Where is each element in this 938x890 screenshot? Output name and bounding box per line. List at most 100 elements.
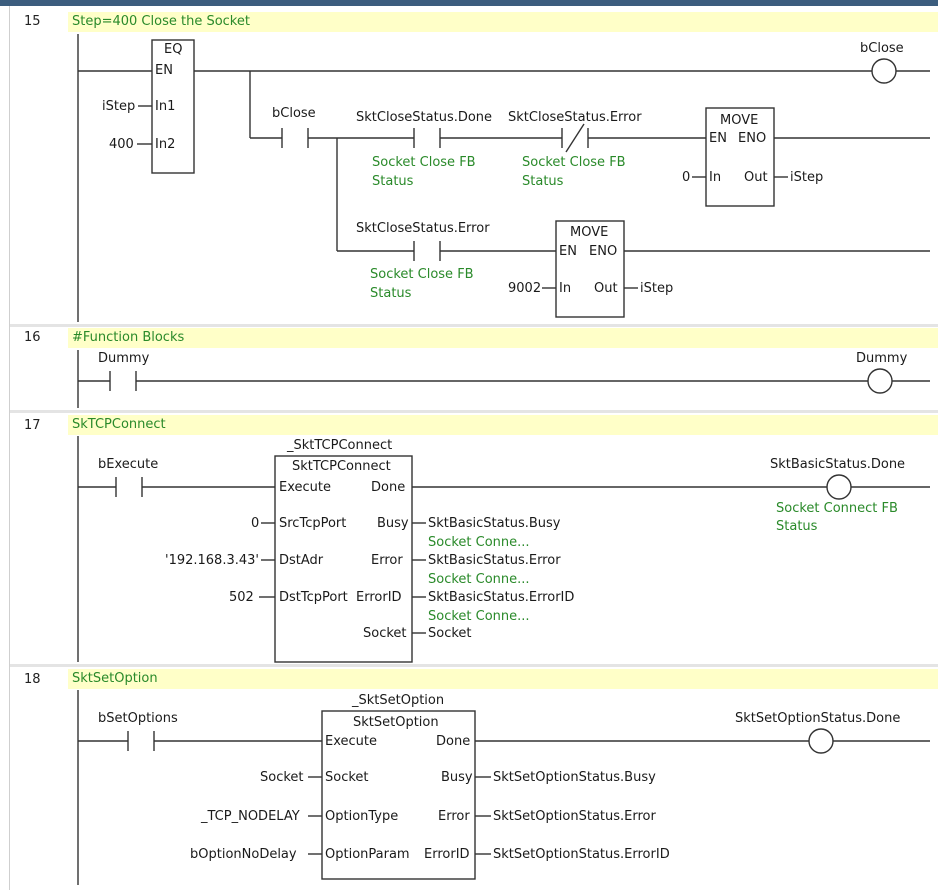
contact-comment: Status: [522, 174, 564, 189]
contact-variable[interactable]: bExecute: [98, 457, 158, 472]
fb-input-pin: SrcTcpPort: [279, 516, 346, 531]
move-in-pin: In: [559, 281, 571, 296]
fb-input-pin: DstTcpPort: [279, 590, 348, 605]
coil-dummy[interactable]: [867, 368, 893, 394]
fb-output-variable[interactable]: Socket: [428, 626, 472, 641]
rung-number-15[interactable]: 15: [24, 14, 41, 29]
fb-output-pin: Socket: [363, 626, 407, 641]
fb-output-comment: Socket Conne...: [428, 572, 530, 587]
fb-instance-name[interactable]: _SktSetOption: [351, 693, 444, 708]
coil-variable[interactable]: bClose: [860, 41, 904, 56]
move-out-variable[interactable]: iStep: [790, 170, 823, 185]
fb-skt-set-option[interactable]: [321, 710, 476, 880]
move-in-variable[interactable]: 0: [682, 170, 690, 185]
contact-comment: Status: [372, 174, 414, 189]
contact-variable[interactable]: SktCloseStatus.Error: [508, 110, 642, 125]
rung-comment-15[interactable]: Step=400 Close the Socket: [68, 12, 938, 32]
rung-number-17[interactable]: 17: [24, 418, 41, 433]
move-block[interactable]: [705, 107, 775, 207]
eq-en-pin: EN: [155, 63, 173, 78]
rung-separator: [10, 324, 938, 327]
eq-in2-variable[interactable]: 400: [109, 137, 134, 152]
contact-comment: Status: [370, 286, 412, 301]
rung-separator: [10, 664, 938, 667]
contact-variable[interactable]: SktCloseStatus.Done: [356, 110, 492, 125]
move-eno-pin: ENO: [589, 244, 617, 259]
fb-input-pin: OptionParam: [325, 847, 410, 862]
coil-skt-basic-status-done[interactable]: [826, 474, 852, 500]
fb-output-pin: Error: [371, 553, 403, 568]
move-title: MOVE: [570, 225, 608, 240]
fb-input-pin: OptionType: [325, 809, 398, 824]
move-out-variable[interactable]: iStep: [640, 281, 673, 296]
fb-pin-done: Done: [371, 480, 405, 495]
coil-skt-set-option-done[interactable]: [808, 728, 834, 754]
fb-pin-done: Done: [436, 734, 470, 749]
fb-input-variable[interactable]: 0: [251, 516, 259, 531]
rung-number-18[interactable]: 18: [24, 672, 41, 687]
move-out-pin: Out: [744, 170, 768, 185]
move-en-pin: EN: [559, 244, 577, 259]
move-block[interactable]: [555, 220, 625, 318]
contact-variable[interactable]: bSetOptions: [98, 711, 178, 726]
fb-input-variable[interactable]: 502: [229, 590, 254, 605]
fb-output-variable[interactable]: SktSetOptionStatus.Busy: [493, 770, 656, 785]
coil-comment: Status: [776, 519, 818, 534]
coil-comment: Socket Connect FB: [776, 501, 898, 516]
fb-output-comment: Socket Conne...: [428, 609, 530, 624]
fb-skt-tcp-connect[interactable]: [274, 455, 413, 663]
coil-variable[interactable]: SktSetOptionStatus.Done: [735, 711, 900, 726]
move-eno-pin: ENO: [738, 131, 766, 146]
fb-input-pin: Socket: [325, 770, 369, 785]
move-in-pin: In: [709, 170, 721, 185]
left-gutter: [0, 6, 10, 890]
fb-output-pin: Busy: [441, 770, 473, 785]
move-out-pin: Out: [594, 281, 618, 296]
fb-type-name: SktSetOption: [353, 715, 439, 730]
fb-output-comment: Socket Conne...: [428, 535, 530, 550]
coil-variable[interactable]: Dummy: [856, 351, 908, 366]
contact-variable[interactable]: Dummy: [98, 351, 150, 366]
coil-bclose[interactable]: [871, 58, 897, 84]
fb-instance-name[interactable]: _SktTCPConnect: [286, 438, 392, 453]
fb-output-variable[interactable]: SktSetOptionStatus.Error: [493, 809, 657, 824]
coil-variable[interactable]: SktBasicStatus.Done: [770, 457, 905, 472]
fb-output-pin: Error: [438, 809, 470, 824]
fb-output-variable[interactable]: SktSetOptionStatus.ErrorID: [493, 847, 670, 862]
fb-input-pin: DstAdr: [279, 553, 324, 568]
fb-input-variable[interactable]: bOptionNoDelay: [190, 847, 297, 862]
contact-comment: Socket Close FB: [370, 267, 474, 282]
rung-comment-18[interactable]: SktSetOption: [68, 669, 938, 689]
fb-input-variable[interactable]: '192.168.3.43': [165, 553, 259, 568]
fb-output-variable[interactable]: SktBasicStatus.Error: [428, 553, 561, 568]
fb-type-name: SktTCPConnect: [292, 459, 391, 474]
rung-number-16[interactable]: 16: [24, 330, 41, 345]
eq-title: EQ: [164, 42, 182, 57]
rung-comment-16[interactable]: #Function Blocks: [68, 328, 938, 348]
eq-in1-variable[interactable]: iStep: [102, 99, 135, 114]
fb-input-variable[interactable]: Socket: [260, 770, 304, 785]
move-en-pin: EN: [709, 131, 727, 146]
fb-pin-execute: Execute: [325, 734, 377, 749]
move-title: MOVE: [720, 113, 758, 128]
contact-comment: Socket Close FB: [372, 155, 476, 170]
fb-input-variable[interactable]: _TCP_NODELAY: [200, 809, 300, 824]
fb-pin-execute: Execute: [279, 480, 331, 495]
contact-variable[interactable]: bClose: [272, 106, 316, 121]
fb-output-pin: ErrorID: [424, 847, 470, 862]
fb-output-variable[interactable]: SktBasicStatus.Busy: [428, 516, 561, 531]
rung-separator: [10, 410, 938, 413]
fb-output-variable[interactable]: SktBasicStatus.ErrorID: [428, 590, 574, 605]
move-in-variable[interactable]: 9002: [508, 281, 541, 296]
fb-output-pin: ErrorID: [356, 590, 402, 605]
contact-variable[interactable]: SktCloseStatus.Error: [356, 221, 490, 236]
eq-in2-pin: In2: [155, 137, 175, 152]
rung-comment-17[interactable]: SkTCPConnect: [68, 415, 938, 435]
fb-output-pin: Busy: [377, 516, 409, 531]
contact-nc-slash: [565, 123, 585, 153]
contact-comment: Socket Close FB: [522, 155, 626, 170]
editor-top-border: [0, 0, 938, 6]
eq-in1-pin: In1: [155, 99, 175, 114]
